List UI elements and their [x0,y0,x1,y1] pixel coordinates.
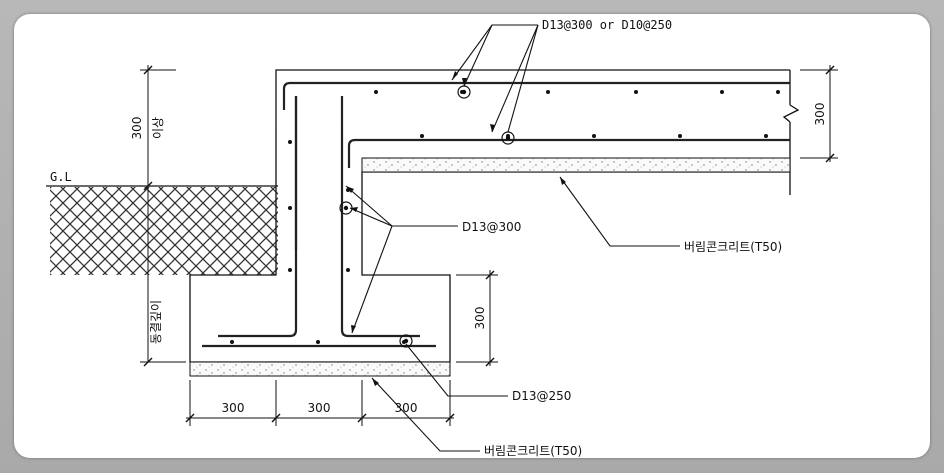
lean-concrete-slab-label: 버림콘크리트(T50) [684,240,782,254]
footing-lean-concrete [189,361,451,377]
slab-rebar-label: D13@300 or D10@250 [542,18,672,32]
drawing-card: D13@300 or D10@250 D13@300 버림콘크리트(T50) D… [14,14,930,458]
callout-circles [339,85,515,348]
leader-lines [345,24,680,452]
wall-height-dim: 300 [130,117,144,140]
slab-bottom-rebar [347,138,790,168]
dimension-ticks [143,65,835,423]
wall-rebar-label: D13@300 [462,220,521,234]
footing-depth-dim: 300 [473,307,487,330]
ground-soil-hatch [50,187,278,275]
frost-depth-note: 동결깊이 [149,300,163,344]
ground-level-label: G.L [50,170,72,184]
leader-arrowheads [346,71,566,386]
footing-width-dim-2: 300 [308,401,331,415]
concrete-outline [189,69,800,363]
footing-width-dim-1: 300 [222,401,245,415]
footing-width-dim-3: 300 [395,401,418,415]
lean-concrete-footing-label: 버림콘크리트(T50) [484,444,582,458]
slab-lean-concrete [361,157,791,173]
dimension-lines [140,65,838,426]
wall-height-note: 이상 [151,117,165,139]
wall-rebar [218,96,420,338]
foundation-section-drawing: D13@300 or D10@250 D13@300 버림콘크리트(T50) D… [46,18,838,458]
rebar-section-dots [230,90,780,344]
slab-thickness-dim: 300 [813,103,827,126]
footing-rebar-label: D13@250 [512,389,571,403]
